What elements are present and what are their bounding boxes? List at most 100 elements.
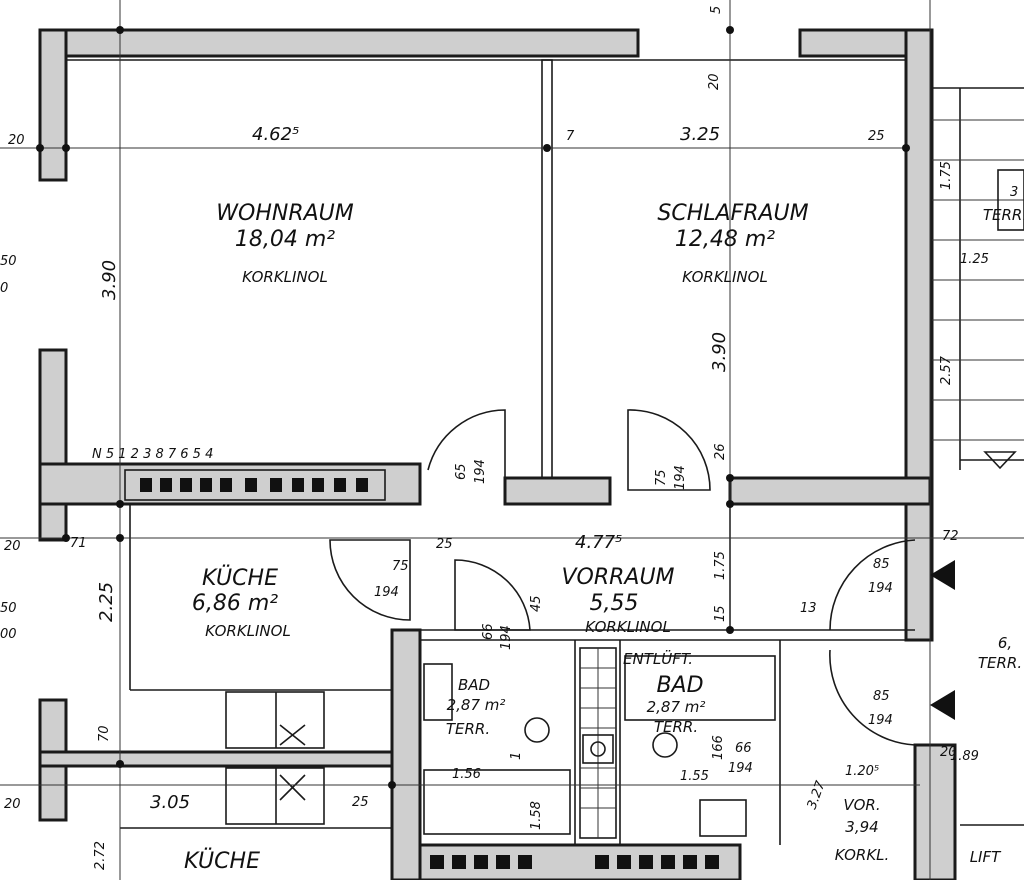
svg-text:7: 7 — [566, 129, 575, 144]
dimension-labels: 4.62⁵ 3.25 20 7 25 20 3.90 3.90 50 0 50 … — [0, 6, 1018, 870]
room-floor: KORKL. — [835, 846, 890, 864]
svg-text:3.90: 3.90 — [709, 332, 730, 372]
svg-text:66: 66 — [481, 623, 496, 640]
svg-text:194: 194 — [473, 459, 488, 484]
svg-text:25: 25 — [868, 129, 885, 144]
door-swings — [329, 409, 955, 746]
room-bad-1: BAD 2,87 m² TERR. — [446, 676, 506, 738]
room-vorraum: VORRAUM 5,55 KORKLINOL — [561, 565, 674, 636]
svg-text:25: 25 — [352, 795, 369, 810]
svg-text:194: 194 — [728, 761, 753, 776]
svg-text:1.55: 1.55 — [680, 769, 709, 784]
svg-text:194: 194 — [673, 465, 688, 490]
room-floor: TERR. — [654, 718, 698, 736]
room-name: WOHNRAUM — [216, 201, 354, 226]
arrow-icon — [930, 560, 955, 590]
svg-text:2.72: 2.72 — [93, 841, 108, 870]
svg-text:72: 72 — [942, 529, 959, 544]
svg-text:20: 20 — [4, 797, 21, 812]
wall-right — [904, 28, 934, 642]
wall-right-lower — [913, 743, 957, 880]
wall-top-left — [38, 28, 640, 58]
svg-text:3.90: 3.90 — [99, 260, 120, 300]
svg-text:70: 70 — [97, 725, 112, 742]
svg-text:194: 194 — [868, 713, 893, 728]
svg-text:00: 00 — [0, 627, 17, 642]
room-schlafraum: SCHLAFRAUM 12,48 m² KORKLINOL — [657, 201, 808, 286]
svg-text:4.77⁵: 4.77⁵ — [575, 532, 622, 553]
svg-text:15: 15 — [713, 605, 728, 622]
wall-mid-center — [503, 476, 612, 506]
room-area: 2,87 m² — [647, 698, 706, 716]
room-kueche-lower: KÜCHE — [184, 848, 260, 874]
svg-text:3.25: 3.25 — [680, 124, 720, 145]
svg-text:4.62⁵: 4.62⁵ — [252, 124, 299, 145]
svg-text:66: 66 — [735, 741, 752, 756]
svg-text:20: 20 — [4, 539, 21, 554]
svg-text:0: 0 — [0, 281, 8, 296]
svg-text:45: 45 — [529, 595, 544, 612]
svg-text:5: 5 — [709, 6, 724, 14]
room-terr-right-2: TERR. — [978, 654, 1022, 672]
room-floor: KORKLINOL — [682, 268, 768, 286]
room-floor: KORKLINOL — [242, 268, 328, 286]
room-floor: KORKLINOL — [205, 622, 291, 640]
svg-text:3.05: 3.05 — [150, 792, 190, 813]
svg-text:3: 3 — [1010, 185, 1018, 200]
svg-text:20: 20 — [8, 133, 25, 148]
svg-text:2.57: 2.57 — [939, 355, 954, 385]
svg-text:65: 65 — [454, 463, 469, 480]
room-area: 2,87 m² — [447, 696, 506, 714]
svg-text:1.56: 1.56 — [452, 767, 481, 782]
room-area: 3,94 — [845, 818, 878, 836]
svg-text:1.75: 1.75 — [939, 161, 954, 190]
room-kueche: KÜCHE 6,86 m² KORKLINOL — [192, 565, 291, 640]
room-bad-2: ENTLÜFT. BAD 2,87 m² TERR. — [623, 649, 705, 736]
svg-text:N 5 1 2 3 8 7 6 5 4: N 5 1 2 3 8 7 6 5 4 — [92, 447, 213, 462]
svg-text:3.27: 3.27 — [805, 778, 829, 811]
wall-mid-right — [728, 476, 932, 506]
svg-text:20: 20 — [707, 73, 722, 90]
room-label: ENTLÜFT. — [623, 649, 693, 668]
room-area: 5,55 — [590, 591, 639, 616]
room-area: 18,04 m² — [235, 227, 335, 252]
interior-walls — [66, 59, 1024, 845]
svg-text:50: 50 — [0, 601, 17, 616]
svg-text:1.75: 1.75 — [713, 551, 728, 580]
arrow-icon — [930, 690, 955, 720]
room-name: BAD — [656, 673, 703, 698]
svg-text:1.25: 1.25 — [960, 252, 989, 267]
room-name: VOR. — [843, 796, 880, 814]
svg-text:20: 20 — [940, 745, 957, 760]
room-terr-right: TERR. — [983, 206, 1024, 224]
svg-text:25: 25 — [436, 537, 453, 552]
room-vor: VOR. 3,94 KORKL. — [835, 796, 890, 864]
room-label-right: 6, — [998, 634, 1012, 652]
svg-text:1: 1 — [509, 752, 524, 760]
svg-text:194: 194 — [868, 581, 893, 596]
svg-text:50: 50 — [0, 254, 17, 269]
svg-text:75: 75 — [654, 469, 669, 486]
svg-text:26: 26 — [713, 443, 728, 460]
room-floor: TERR. — [446, 720, 490, 738]
wall-kitchen-bottom — [38, 750, 394, 768]
svg-text:1.89: 1.89 — [950, 749, 979, 764]
room-area: 6,86 m² — [192, 591, 278, 616]
room-name: BAD — [458, 676, 490, 694]
radiator — [124, 469, 719, 869]
room-name: SCHLAFRAUM — [657, 201, 808, 226]
room-wohnraum: WOHNRAUM 18,04 m² KORKLINOL — [216, 201, 354, 286]
room-floor: KORKLINOL — [585, 618, 671, 636]
svg-text:75: 75 — [392, 559, 409, 574]
room-lift: LIFT — [970, 848, 1002, 866]
svg-text:194: 194 — [499, 625, 514, 650]
svg-text:166: 166 — [711, 735, 726, 760]
svg-text:85: 85 — [873, 689, 890, 704]
room-name: VORRAUM — [561, 565, 674, 590]
wall-left — [38, 28, 68, 182]
svg-text:13: 13 — [800, 601, 817, 616]
wall-left-2 — [38, 348, 68, 542]
svg-text:1.20⁵: 1.20⁵ — [845, 764, 879, 779]
